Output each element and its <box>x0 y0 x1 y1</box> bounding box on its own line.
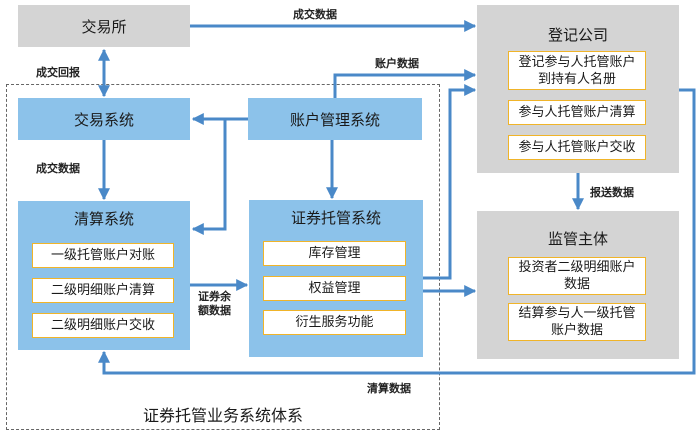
clearing-system-node[interactable]: 清算系统 一级托管账户对账 二级明细账户清算 二级明细账户交收 <box>18 201 190 350</box>
registry-item[interactable]: 参与人托管账户清算 <box>508 100 646 125</box>
custody-item[interactable]: 权益管理 <box>263 276 406 301</box>
label-account-data: 账户数据 <box>375 57 419 70</box>
edge-custody-to-registry <box>423 84 477 280</box>
registry-title: 登记公司 <box>547 26 608 44</box>
custody-system-node[interactable]: 证券托管系统 库存管理 权益管理 衍生服务功能 <box>249 200 423 357</box>
trading-system-title: 交易系统 <box>73 110 134 129</box>
custody-item[interactable]: 库存管理 <box>263 241 406 266</box>
label-balance-data: 证券余 额数据 <box>198 290 231 317</box>
label-clearing-data: 清算数据 <box>367 382 411 395</box>
registry-item[interactable]: 登记参与人托管账户 到持有人名册 <box>508 51 646 90</box>
label-trade-data-mid: 成交数据 <box>36 162 80 175</box>
edge-account-to-registry <box>333 69 477 98</box>
regulator-title: 监管主体 <box>547 230 608 248</box>
account-system-title: 账户管理系统 <box>289 110 380 129</box>
custody-system-title: 证券托管系统 <box>290 209 381 227</box>
clearing-item[interactable]: 一级托管账户对账 <box>32 243 174 268</box>
regulator-item[interactable]: 结算参与人一级托管 账户数据 <box>508 303 646 341</box>
system-group-boundary <box>6 84 440 430</box>
exchange-node[interactable]: 交易所 <box>18 5 190 47</box>
edge-account-to-clearing <box>191 119 227 235</box>
exchange-title: 交易所 <box>81 17 127 36</box>
label-report-data: 报送数据 <box>590 186 634 199</box>
label-trade-data-top: 成交数据 <box>293 8 337 21</box>
clearing-system-title: 清算系统 <box>73 210 134 228</box>
clearing-item[interactable]: 二级明细账户清算 <box>32 278 174 303</box>
regulator-item[interactable]: 投资者二级明细账户 数据 <box>508 257 646 295</box>
trading-system-node[interactable]: 交易系统 <box>18 98 190 140</box>
custody-item[interactable]: 衍生服务功能 <box>263 310 406 335</box>
label-trade-report: 成交回报 <box>36 66 80 79</box>
registry-node[interactable]: 登记公司 登记参与人托管账户 到持有人名册 参与人托管账户清算 参与人托管账户交… <box>477 5 679 173</box>
edge-registry-to-clearing <box>98 88 696 375</box>
regulator-node[interactable]: 监管主体 投资者二级明细账户 数据 结算参与人一级托管 账户数据 <box>477 211 679 359</box>
account-system-node[interactable]: 账户管理系统 <box>248 98 422 140</box>
registry-item[interactable]: 参与人托管账户交收 <box>508 135 646 160</box>
system-group-title: 证券托管业务系统体系 <box>142 406 303 425</box>
clearing-item[interactable]: 二级明细账户交收 <box>32 313 174 338</box>
